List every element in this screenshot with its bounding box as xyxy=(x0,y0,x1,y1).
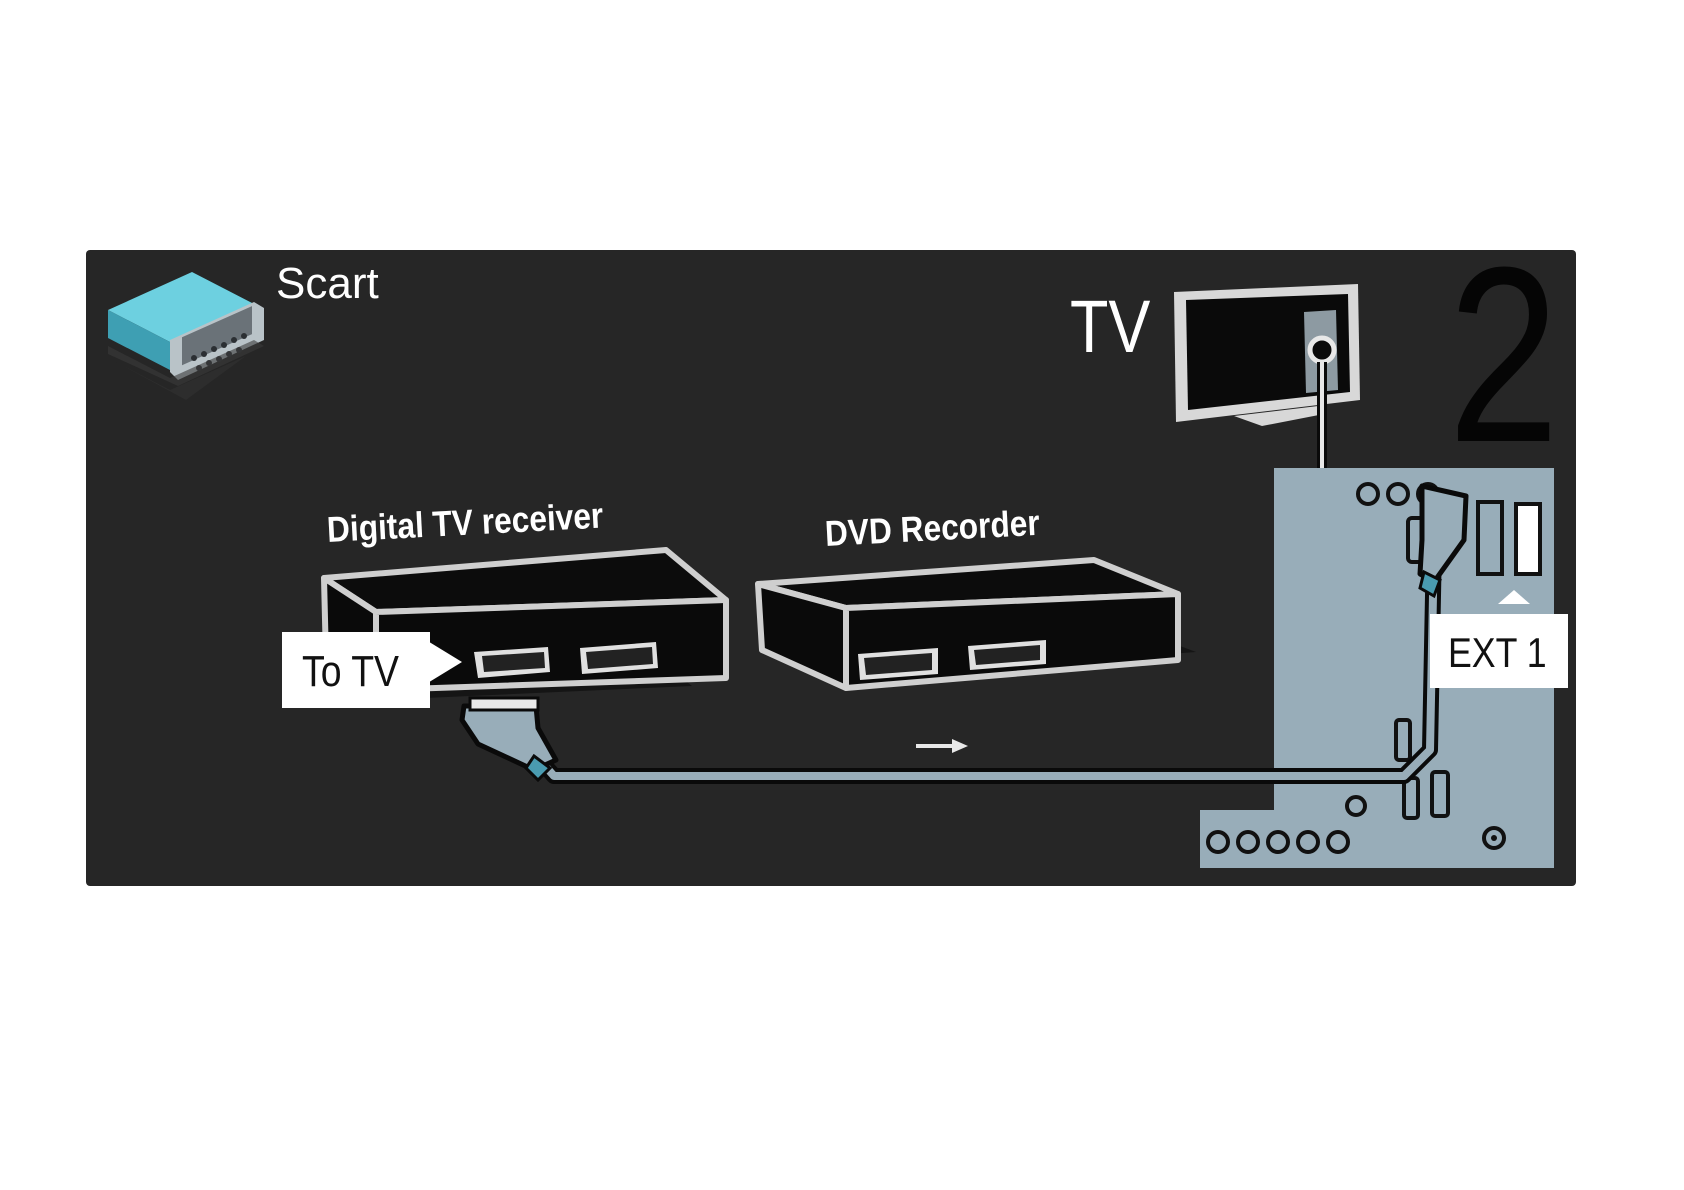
tv-icon xyxy=(1174,284,1360,470)
diagram-artwork xyxy=(86,250,1576,886)
tv-label: TV xyxy=(1070,290,1150,364)
ext-callout-text: EXT 1 xyxy=(1448,632,1547,674)
connection-diagram-panel: Scart TV Digital TV receiver DVD Recorde… xyxy=(86,250,1576,886)
step-number: 2 xyxy=(1448,250,1559,480)
recorder-box xyxy=(758,560,1196,688)
arrow-right-icon xyxy=(916,739,968,753)
to-tv-callout: To TV xyxy=(282,632,430,708)
to-tv-callout-text: To TV xyxy=(302,650,399,694)
connector-label: Scart xyxy=(276,262,379,306)
ext-callout: EXT 1 xyxy=(1430,614,1568,688)
scart-plug-icon xyxy=(108,272,264,400)
